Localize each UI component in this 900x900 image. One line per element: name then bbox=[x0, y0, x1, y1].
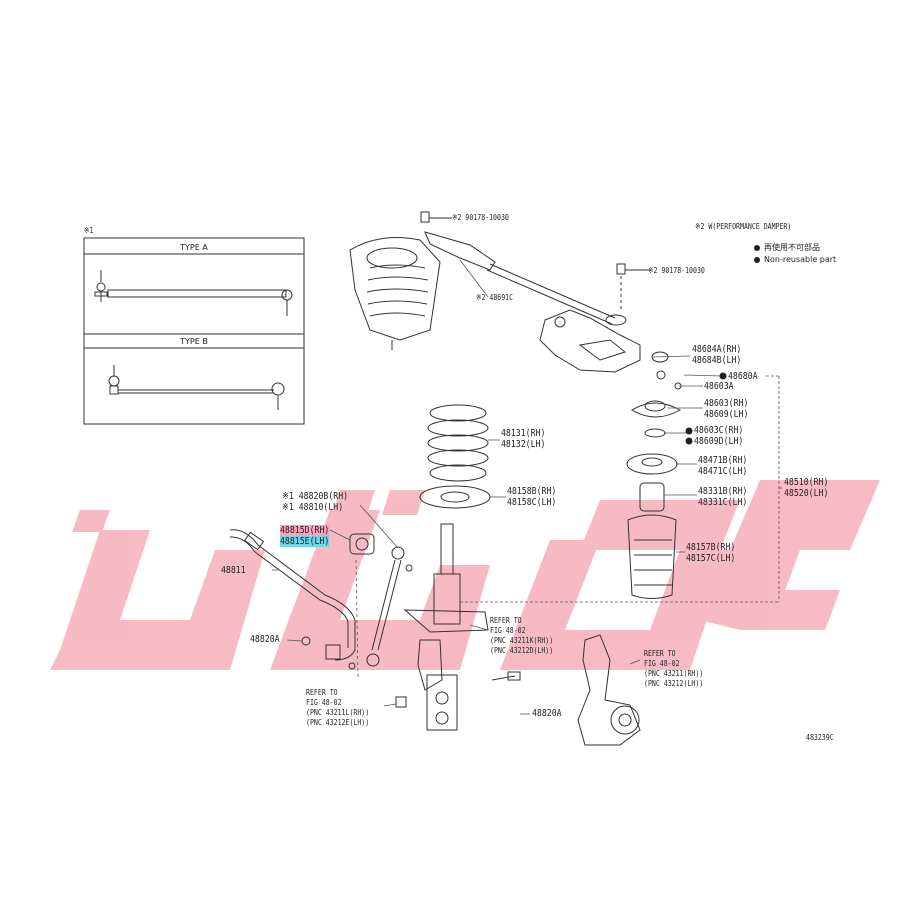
label-perf-damper: ※2 W(PERFORMANCE DAMPER) bbox=[695, 222, 792, 231]
label-48510: 48510(RH)48520(LH) bbox=[784, 477, 829, 499]
performance-damper-icon bbox=[420, 211, 650, 326]
strut-bracket-icon bbox=[539, 309, 641, 373]
stabilizer-bushing-icon bbox=[349, 533, 375, 555]
label-48603: 48603(RH)48609(LH) bbox=[704, 398, 749, 420]
inset-type-a-title: TYPE A bbox=[180, 243, 208, 252]
coil-spring-icon bbox=[419, 404, 491, 509]
label-48158: 48158B(RH)48158C(LH) bbox=[507, 486, 557, 508]
label-48680: 48680A bbox=[728, 371, 758, 382]
upper-mount-parts-icon bbox=[626, 351, 682, 599]
label-48157: 48157B(RH)48157C(LH) bbox=[686, 542, 736, 564]
type-a-link-icon bbox=[94, 270, 293, 316]
label-48684: 48684A(RH)48684B(LH) bbox=[692, 344, 742, 366]
legend-nonreuse: Non-reusable part bbox=[754, 255, 836, 264]
label-48815: 48815D(RH)48815E(LH) bbox=[280, 525, 330, 547]
stabilizer-bar-icon bbox=[229, 529, 356, 661]
inset-mark: ※1 bbox=[84, 226, 94, 235]
label-brace: ※2 48691C bbox=[476, 293, 514, 302]
label-48820b: ※1 48820B(RH)※1 48810(LH) bbox=[282, 491, 349, 513]
label-48820a-left: 48820A bbox=[250, 634, 280, 645]
label-48331: 48331B(RH)48331C(LH) bbox=[698, 486, 748, 508]
label-48131: 48131(RH)48132(LH) bbox=[501, 428, 546, 450]
label-48471: 48471B(RH)48471C(LH) bbox=[698, 455, 748, 477]
label-48603c: 48603C(RH)48609D(LH) bbox=[694, 425, 744, 447]
label-48811: 48811 bbox=[221, 565, 246, 576]
inset-type-b-title: TYPE B bbox=[180, 337, 208, 346]
label-48603a: 48603A bbox=[704, 381, 734, 392]
label-48820a-right: 48820A bbox=[532, 708, 562, 719]
watermark-logo bbox=[50, 480, 880, 670]
upper-body-mount-icon bbox=[349, 237, 441, 350]
type-b-link-icon bbox=[108, 365, 285, 410]
label-bolt-right: ※2 90178-10030 bbox=[648, 266, 705, 275]
figure-code: 483239C bbox=[806, 733, 834, 742]
legend-reuse: 再使用不可部品 bbox=[754, 242, 820, 253]
legend-reuse-text: 再使用不可部品 bbox=[764, 243, 820, 252]
bullet-icon bbox=[754, 256, 760, 263]
strut-absorber-icon bbox=[395, 523, 521, 731]
steering-knuckle-icon bbox=[577, 634, 641, 746]
stabilizer-link-icon bbox=[348, 546, 413, 670]
bullet-icon bbox=[754, 244, 760, 251]
inset-frame bbox=[83, 237, 305, 425]
legend-nonreuse-text: Non-reusable part bbox=[764, 255, 837, 264]
label-bolt-top: ※2 90178-10030 bbox=[452, 213, 509, 222]
